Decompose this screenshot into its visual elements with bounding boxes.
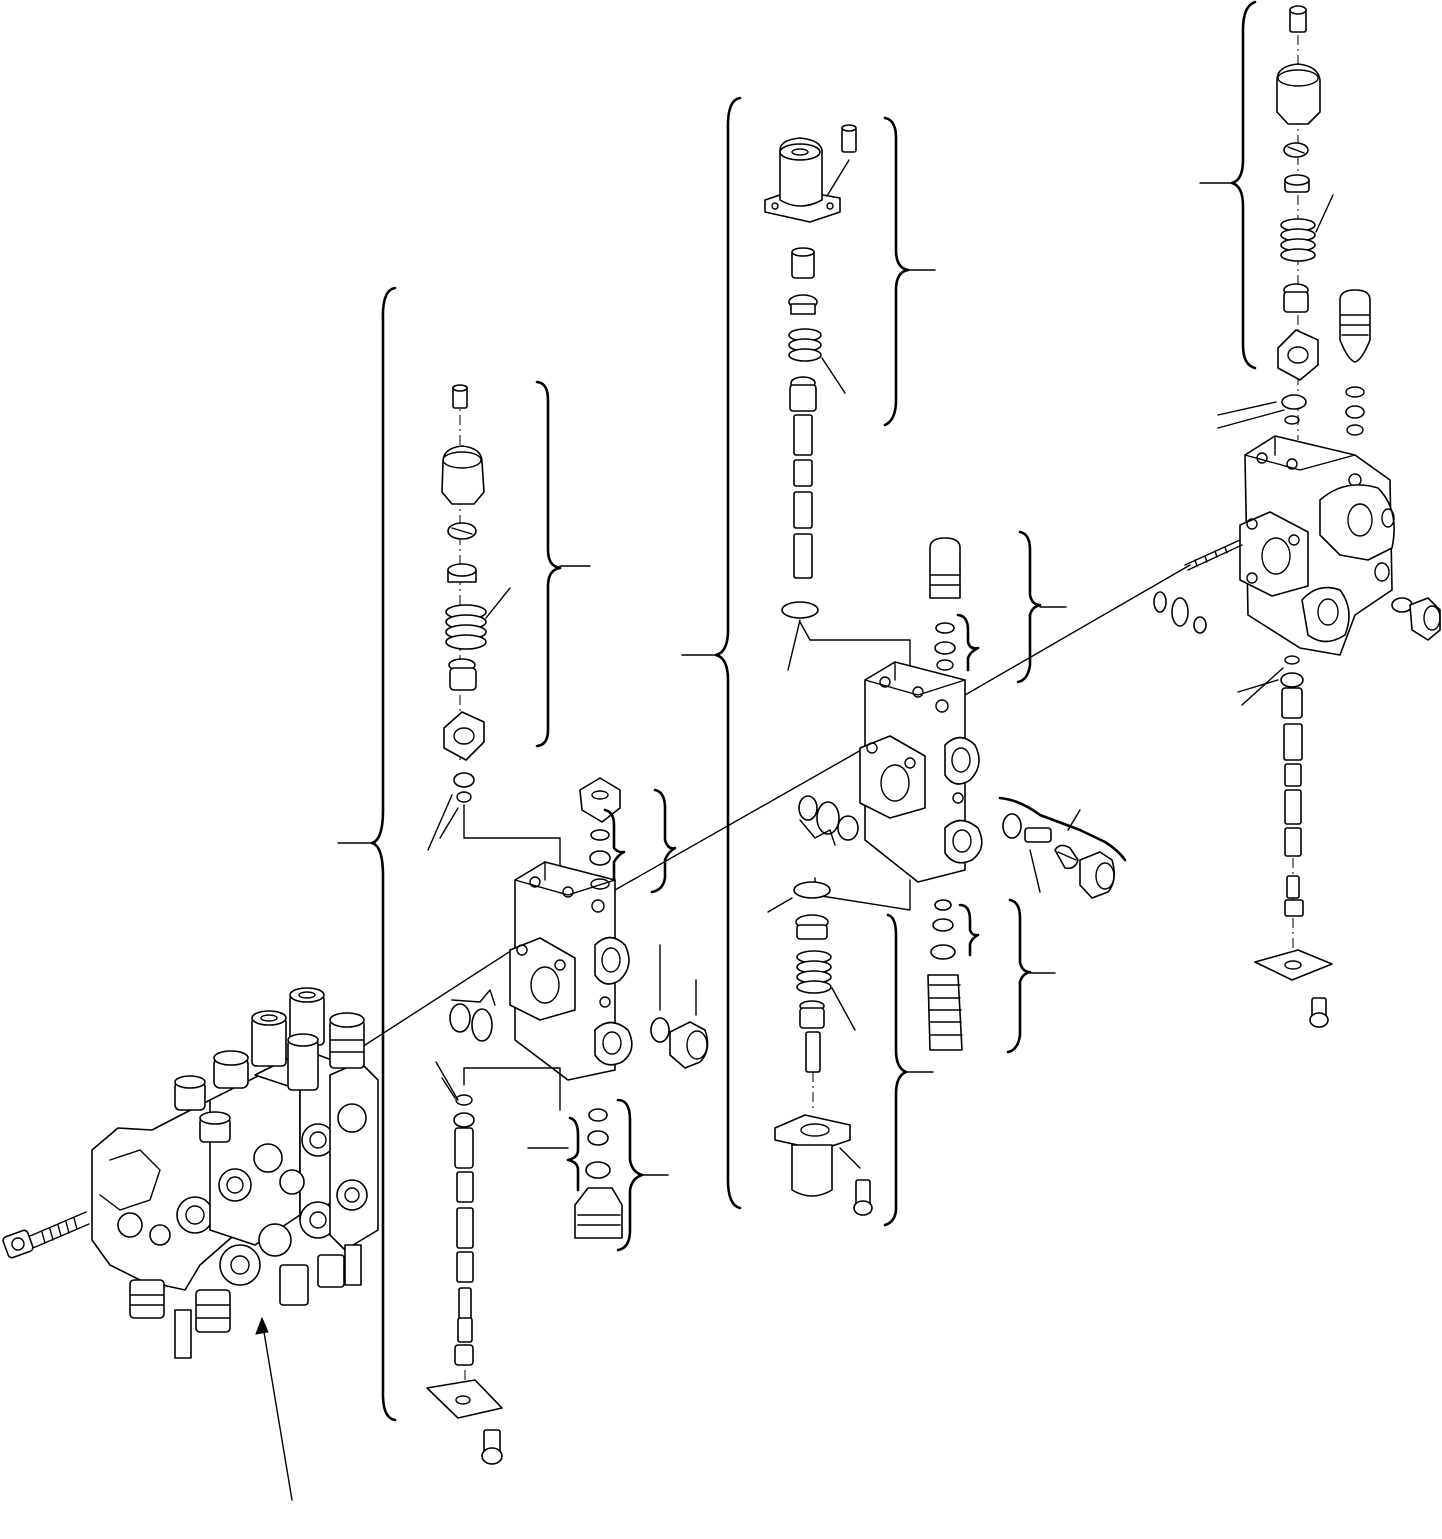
brace-section-2 (681, 96, 742, 1210)
tie-bolt (2, 1211, 90, 1259)
valve-section-1 (426, 380, 709, 1465)
valve-section-2 (764, 116, 1127, 1227)
main-control-valve-assembly (2, 987, 379, 1359)
assembly-axis-lines (255, 564, 1191, 1501)
valve-section-3 (1153, 0, 1441, 1028)
brace-section-1 (337, 286, 397, 1422)
